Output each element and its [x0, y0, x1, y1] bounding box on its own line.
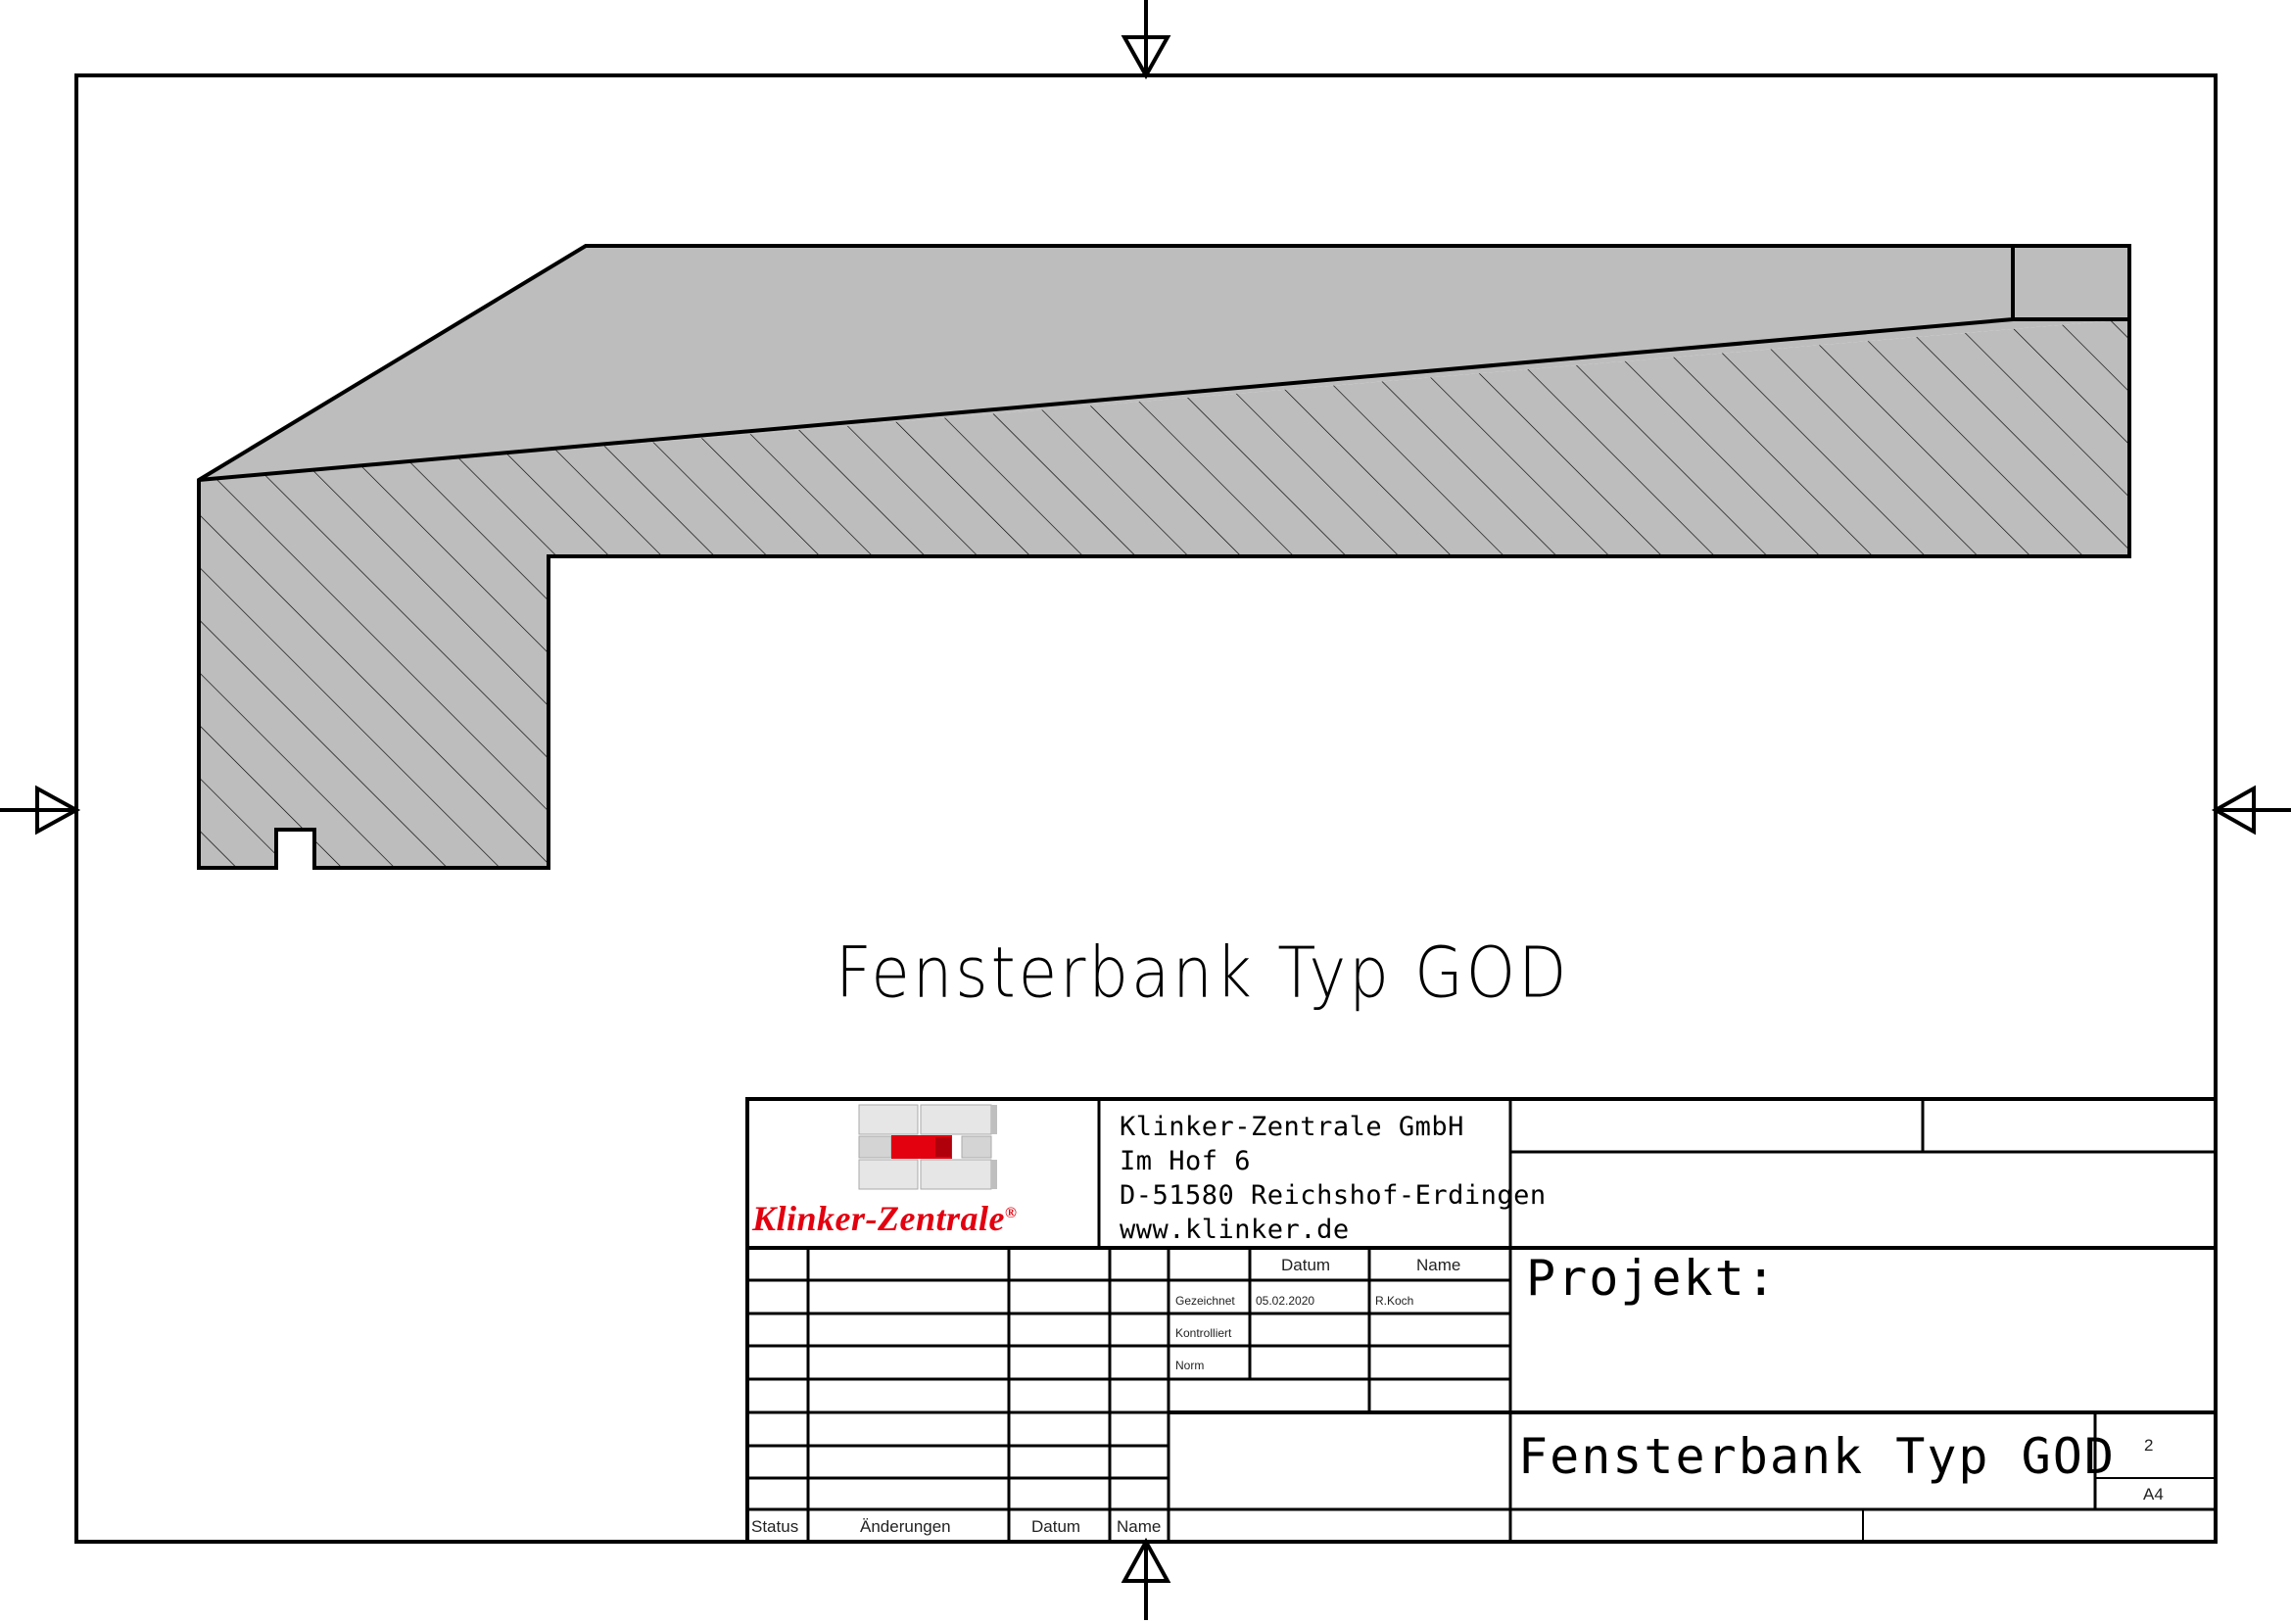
sill-outline: [197, 244, 2131, 870]
approval-header-datum: Datum: [1281, 1256, 1331, 1274]
logo-brand-text: Klinker-Zentrale: [752, 1199, 1005, 1238]
sill-top-surface: [199, 246, 2129, 480]
approval-header-name: Name: [1416, 1256, 1461, 1274]
sheet-number: 2: [2144, 1436, 2154, 1455]
centering-mark-left: [0, 785, 81, 836]
centering-mark-right: [2211, 785, 2291, 836]
approval-row-label: Norm: [1175, 1359, 1205, 1372]
company-street: Im Hof 6: [1120, 1146, 1252, 1176]
logo-icon: [858, 1104, 997, 1190]
revision-header-status: Status: [751, 1517, 799, 1536]
logo-brand: Klinker-Zentrale®: [752, 1201, 1017, 1236]
revision-header-name: Name: [1117, 1517, 1162, 1536]
company-city: D-51580 Reichshof-Erdingen: [1120, 1180, 1547, 1211]
approval-row-datum: 05.02.2020: [1256, 1294, 1315, 1308]
drawing-title: Fensterbank Typ GOD: [835, 932, 1570, 1015]
revision-header-datum: Datum: [1031, 1517, 1081, 1536]
approval-row-name: R.Koch: [1375, 1294, 1414, 1308]
revision-header-aenderungen: Änderungen: [860, 1517, 951, 1536]
title-block: [745, 1097, 2218, 1544]
paper-format: A4: [2143, 1485, 2164, 1504]
centering-mark-bottom: [1121, 1537, 1171, 1620]
project-label: Projekt:: [1526, 1250, 1778, 1307]
company-name: Klinker-Zentrale GmbH: [1120, 1112, 1464, 1142]
document-title: Fensterbank Typ GOD: [1518, 1428, 2116, 1485]
approval-row-label: Kontrolliert: [1175, 1326, 1232, 1340]
centering-mark-top: [1121, 0, 1171, 80]
registered-mark: ®: [1005, 1205, 1018, 1221]
company-web: www.klinker.de: [1120, 1215, 1350, 1245]
sill-section-line: [198, 246, 2129, 482]
approval-row-label: Gezeichnet: [1175, 1294, 1235, 1308]
